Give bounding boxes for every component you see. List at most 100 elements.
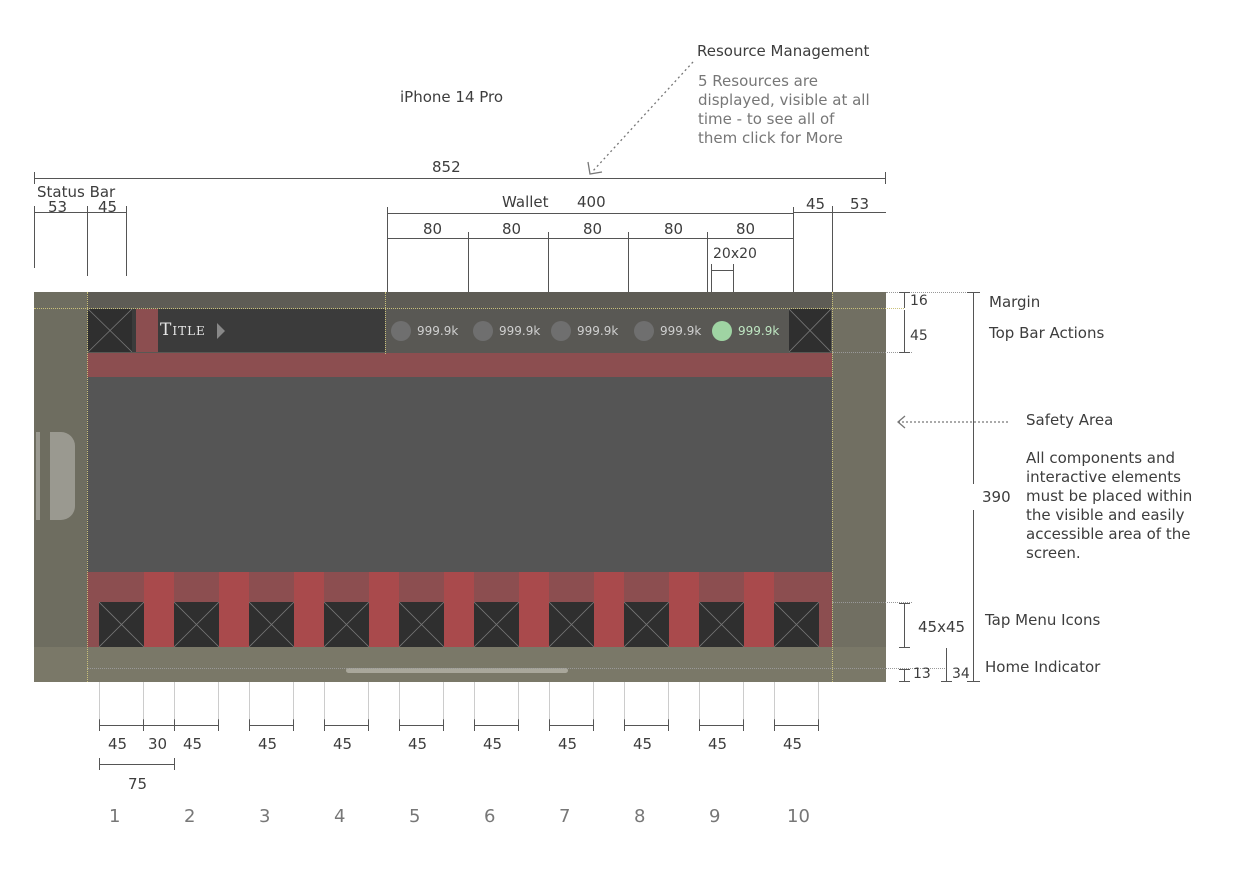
tab-icon-5[interactable]	[399, 602, 444, 647]
dim-tick	[34, 206, 35, 268]
resource-arrow-icon	[587, 61, 694, 175]
dim-margin-value: 16	[910, 293, 928, 309]
dim-left-45: 45	[98, 198, 118, 216]
dim-tick	[126, 206, 127, 276]
dim-total-width: 852	[432, 158, 461, 176]
dim-right-53: 53	[850, 195, 870, 213]
resource-1-icon[interactable]	[391, 321, 411, 341]
dim-tick	[967, 681, 980, 682]
dim-line-wallet	[387, 213, 793, 214]
dim-slot-5: 80	[736, 220, 756, 238]
dim-guide	[293, 682, 294, 720]
dim-icon-width: 45	[558, 735, 578, 753]
menu-placeholder-icon[interactable]	[88, 309, 132, 352]
dim-tick	[899, 292, 910, 293]
page-title: Title	[160, 320, 206, 340]
dim-topbar-value: 45	[910, 328, 928, 344]
dim-tick	[624, 719, 625, 731]
title-bar[interactable]	[132, 309, 385, 352]
guide-tab	[832, 602, 912, 603]
dim-line-icon-col	[549, 725, 594, 726]
column-number: 5	[409, 806, 421, 827]
dim-icon-width: 45	[183, 735, 203, 753]
dim-tick	[818, 719, 819, 731]
dim-tick	[593, 719, 594, 731]
tab-icon-4[interactable]	[324, 602, 369, 647]
dim-tap-size: 45x45	[918, 618, 966, 636]
resource-5-icon[interactable]	[712, 321, 732, 341]
guide-right-safe	[832, 292, 833, 682]
resource-management-title: Resource Management	[697, 42, 870, 60]
dim-icon-width: 45	[258, 735, 278, 753]
dim-tick	[733, 264, 734, 304]
dim-home-34: 34	[952, 666, 970, 682]
home-indicator[interactable]	[346, 668, 568, 673]
safety-desc-5: accessible area of the	[1026, 525, 1191, 543]
guide-home	[87, 668, 947, 669]
guide-top	[34, 308, 904, 309]
dim-line-icon-col	[399, 725, 444, 726]
column-number: 9	[709, 806, 721, 827]
tap-menu-label: Tap Menu Icons	[985, 611, 1101, 629]
dim-guide	[399, 682, 400, 720]
guide-wallet	[385, 292, 386, 354]
dim-guide	[549, 682, 550, 720]
wallet-width: 400	[577, 193, 606, 211]
safety-desc-6: screen.	[1026, 544, 1081, 562]
dim-line-icon-col	[324, 725, 369, 726]
tab-gap-accent	[369, 572, 399, 647]
dim-icon-width: 45	[483, 735, 503, 753]
resource-desc-3: time - to see all of	[698, 110, 835, 128]
dim-tick	[399, 719, 400, 731]
tab-icon-1[interactable]	[99, 602, 144, 647]
resource-1-value: 999.9k	[417, 324, 459, 338]
dim-line-total	[34, 178, 886, 179]
column-number: 4	[334, 806, 346, 827]
more-resources-icon[interactable]	[789, 309, 831, 352]
tab-icon-6[interactable]	[474, 602, 519, 647]
tab-icon-9[interactable]	[699, 602, 744, 647]
dim-topbar-line	[904, 310, 905, 352]
tab-gap-accent	[219, 572, 249, 647]
tab-icon-3[interactable]	[249, 602, 294, 647]
dim-tick	[468, 232, 469, 302]
column-number: 6	[484, 806, 496, 827]
tab-icon-10[interactable]	[774, 602, 819, 647]
title-red-gap	[136, 309, 158, 352]
resource-2-icon[interactable]	[473, 321, 493, 341]
dim-tick	[899, 647, 910, 648]
tab-gap-accent	[594, 572, 624, 647]
dim-tick	[899, 681, 910, 682]
dim-tick	[443, 719, 444, 731]
dim-tap-line	[904, 603, 905, 647]
dim-line-icon-col	[249, 725, 294, 726]
dim-tick	[87, 206, 88, 276]
dim-tick	[899, 603, 910, 604]
resource-4-icon[interactable]	[634, 321, 654, 341]
dim-guide	[218, 682, 219, 720]
dim-tick	[368, 719, 369, 731]
resource-3-icon[interactable]	[551, 321, 571, 341]
dim-tick	[174, 719, 175, 731]
home-indicator-label: Home Indicator	[985, 658, 1101, 676]
tab-icon-2[interactable]	[174, 602, 219, 647]
dim-tick	[518, 719, 519, 731]
dim-line-slots	[387, 238, 793, 239]
dim-icon-width: 45	[783, 735, 803, 753]
dim-tick	[628, 232, 629, 302]
home-indicator-strip	[34, 647, 886, 682]
dim-line-icon-col	[624, 725, 669, 726]
dim-line-pair	[99, 764, 174, 765]
tab-icon-7[interactable]	[549, 602, 594, 647]
dim-screen-height: 390	[982, 488, 1011, 506]
dim-icon-width: 45	[333, 735, 353, 753]
device-label: iPhone 14 Pro	[400, 88, 504, 106]
camera-island-gap	[40, 432, 50, 520]
safety-desc-2: interactive elements	[1026, 468, 1181, 486]
margin-label: Margin	[989, 293, 1041, 311]
safety-arrow-icon	[897, 415, 1010, 429]
status-bar-label: Status Bar	[37, 183, 116, 201]
dim-guide	[518, 682, 519, 720]
resource-desc-1: 5 Resources are	[698, 72, 818, 90]
tab-icon-8[interactable]	[624, 602, 669, 647]
